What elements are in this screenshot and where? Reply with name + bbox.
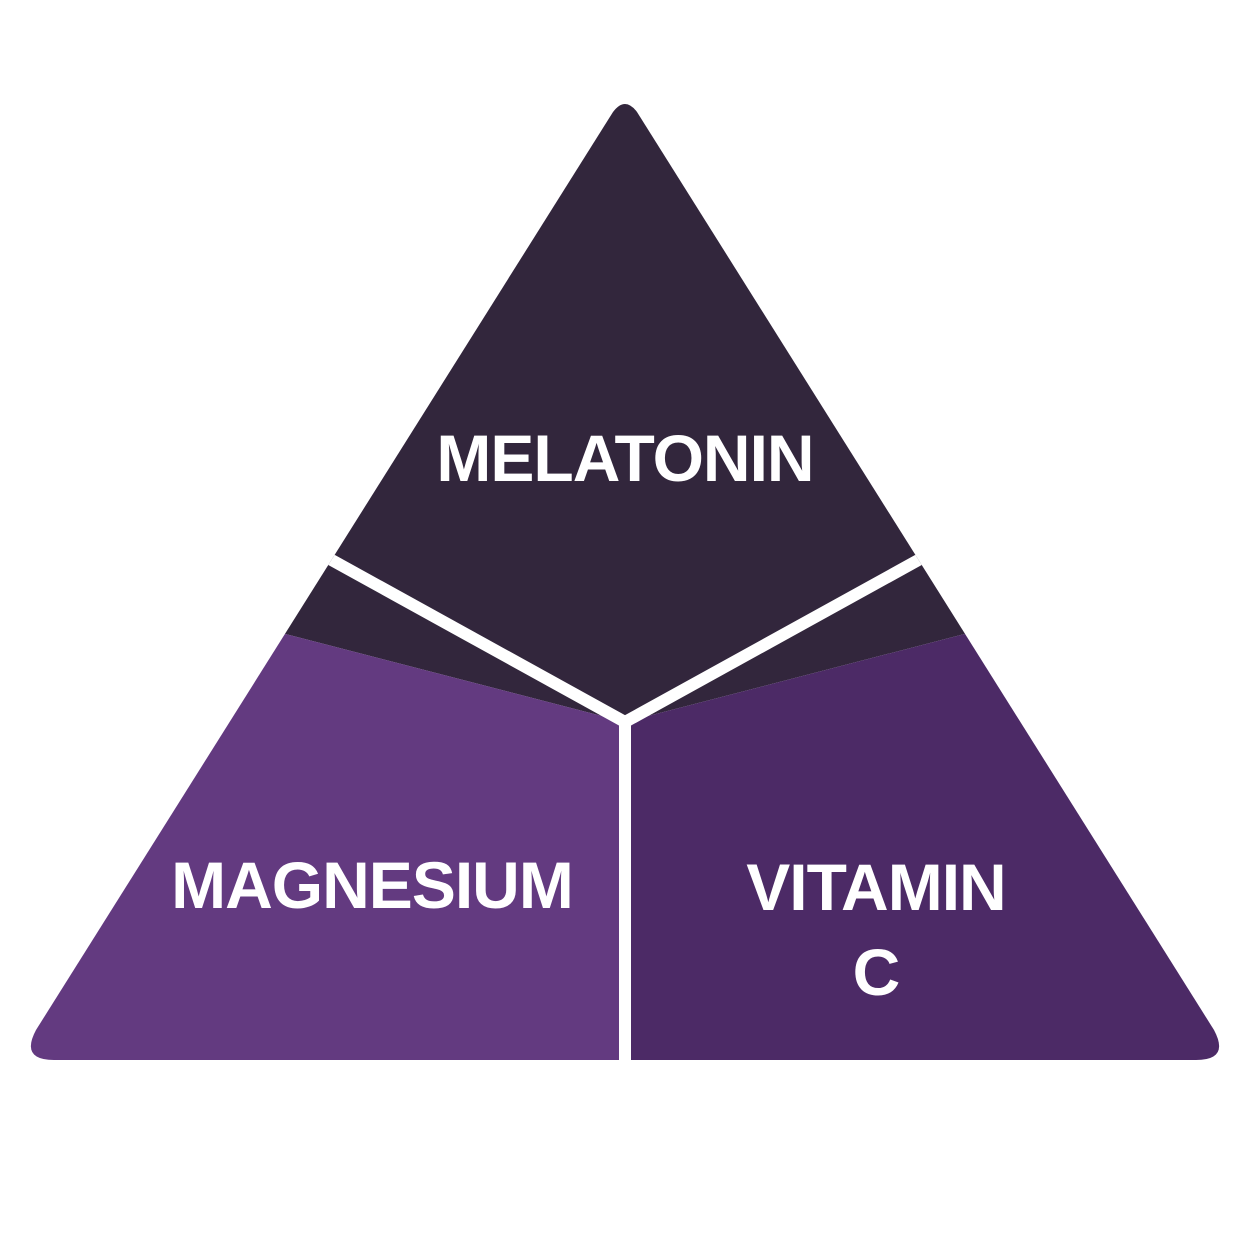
segment-top (30, 104, 1220, 722)
label-melatonin: MELATONIN (436, 421, 813, 495)
label-vitamin: VITAMIN (746, 850, 1005, 924)
segment-dividers (325, 552, 925, 1060)
label-vitamin-c: C (853, 935, 900, 1009)
label-magnesium: MAGNESIUM (171, 848, 573, 922)
